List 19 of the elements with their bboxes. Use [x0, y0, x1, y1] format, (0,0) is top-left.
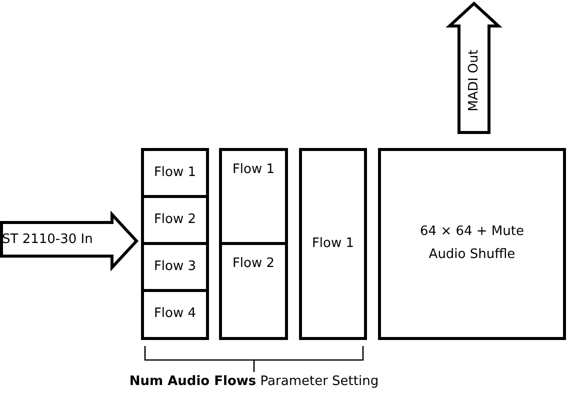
box-label: 64 × 64 + Mute Audio Shuffle [419, 223, 525, 264]
box-label: Flow 1 [312, 234, 354, 253]
box-label: Flow 1 [232, 161, 275, 179]
box-label: Flow 4 [154, 305, 196, 324]
arrow-label: MADI Out [466, 49, 482, 111]
flow-box [299, 148, 367, 340]
flow-box [219, 148, 288, 245]
box-label: Flow 2 [154, 210, 196, 229]
flow-box [141, 289, 209, 340]
bracket-caption: Num Audio Flows Parameter Setting [128, 374, 380, 389]
box-label: Flow 3 [154, 258, 196, 276]
flow-box [141, 195, 209, 245]
flow-box [141, 148, 209, 198]
shuffle-block [378, 148, 566, 340]
flow-box [141, 242, 209, 292]
arrow-label: ST 2110-30 In [2, 230, 93, 249]
box-label: Flow 1 [154, 164, 196, 182]
box-label: Flow 2 [232, 255, 275, 273]
flow-box [219, 242, 288, 340]
